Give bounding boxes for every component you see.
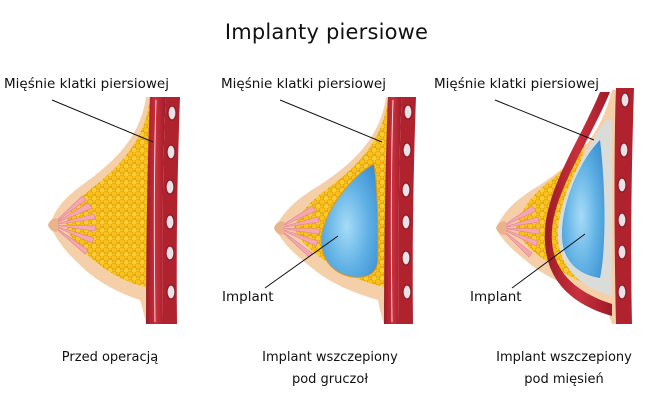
caption-subglandular-line2: pod gruczoł (291, 372, 369, 387)
panel-before (48, 97, 180, 324)
muscle-label-submuscular: Mięśnie klatki piersiowej (434, 76, 599, 92)
caption-subglandular-line1: Implant wszczepiony (262, 350, 398, 365)
chest-wall (614, 88, 634, 324)
ribs (617, 92, 630, 300)
panel-subglandular (264, 97, 416, 324)
ribs (401, 104, 413, 300)
breast-implant (320, 163, 379, 278)
muscle-pointer-line (51, 99, 154, 143)
muscle-pointer-line (279, 99, 383, 143)
implant-label-submuscular: Implant (470, 289, 522, 305)
implant-pointer-line (511, 233, 586, 289)
caption-subglandular: Implant wszczepiony pod gruczoł (250, 347, 410, 391)
pectoral-muscle (146, 97, 166, 324)
muscle-label-subglandular: Mięśnie klatki piersiowej (221, 76, 386, 92)
diagram-title: Implanty piersiowe (224, 20, 429, 44)
muscle-label-before: Mięśnie klatki piersiowej (4, 76, 169, 92)
nipple (274, 221, 284, 235)
caption-before-line1: Przed operacją (61, 350, 159, 365)
caption-submuscular: Implant wszczepiony pod mięsień (484, 347, 644, 391)
ribs (165, 105, 177, 300)
pectoral-muscle (384, 97, 402, 324)
nipple (496, 221, 506, 235)
mammary-gland (51, 195, 97, 255)
implant-label-subglandular: Implant (222, 289, 274, 305)
caption-submuscular-line1: Implant wszczepiony (496, 350, 632, 365)
muscle-pointer-line (494, 99, 595, 141)
mammary-gland (277, 205, 321, 258)
chest-wall (398, 97, 416, 324)
mammary-gland (499, 205, 541, 258)
panel-submuscular (494, 88, 634, 324)
caption-before: Przed operacją (40, 347, 180, 369)
caption-submuscular-line2: pod mięsień (524, 372, 604, 387)
nipple (48, 218, 58, 232)
implant-pointer-line (264, 235, 339, 289)
